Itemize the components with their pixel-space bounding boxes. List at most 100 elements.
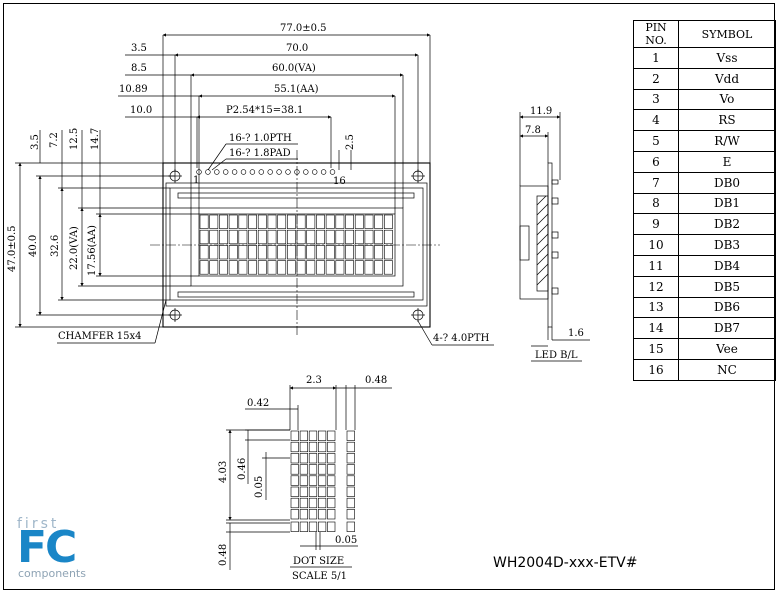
char-cell bbox=[374, 260, 384, 275]
dot bbox=[308, 486, 318, 497]
char-cell bbox=[335, 214, 345, 229]
pin-number: 2 bbox=[633, 67, 679, 90]
dim-0-05-v: 0.05 bbox=[254, 476, 265, 498]
dim-height-32-6: 32.6 bbox=[50, 235, 61, 257]
char-cell bbox=[219, 214, 228, 229]
char-cell bbox=[248, 229, 257, 245]
char-cell bbox=[257, 260, 267, 275]
char-cell bbox=[335, 229, 345, 245]
cursor-dot bbox=[317, 521, 327, 532]
cursor-dot bbox=[290, 521, 299, 532]
logo-fc: FC bbox=[17, 522, 77, 573]
dim-height-40: 40.0 bbox=[28, 235, 39, 257]
pin-number: 10 bbox=[633, 234, 679, 256]
char-cell bbox=[316, 229, 325, 245]
top-slot bbox=[177, 192, 415, 199]
char-cell bbox=[248, 214, 257, 229]
off-8-5: 8.5 bbox=[131, 63, 147, 74]
pin-symbol: DB6 bbox=[678, 296, 776, 319]
pin-hole bbox=[312, 169, 318, 175]
pin-number: 3 bbox=[633, 88, 679, 111]
char-cell bbox=[199, 214, 209, 229]
dim-7-8: 7.8 bbox=[525, 125, 541, 136]
dot bbox=[327, 430, 336, 441]
off-3-5: 3.5 bbox=[131, 43, 147, 54]
next-char-dot bbox=[346, 475, 355, 486]
char-cell bbox=[306, 260, 316, 275]
pin-hole bbox=[205, 169, 211, 175]
dot bbox=[327, 441, 336, 453]
pin-number: 11 bbox=[633, 254, 679, 277]
char-cell bbox=[354, 214, 364, 229]
dot bbox=[317, 486, 327, 497]
dot-detail: 2.3 0.48 0.42 4.03 0.46 0.05 0.48 0.05 D… bbox=[218, 375, 392, 582]
pin-number: 5 bbox=[633, 130, 679, 152]
bezel-outline bbox=[165, 182, 428, 307]
char-cell bbox=[277, 229, 287, 245]
char-cell bbox=[354, 260, 364, 275]
pin-symbol: R/W bbox=[678, 130, 776, 152]
dim-0-48-side: 0.48 bbox=[218, 544, 229, 566]
dot bbox=[327, 486, 336, 497]
pin-number: 7 bbox=[633, 171, 679, 194]
char-cell bbox=[286, 214, 296, 229]
pin-hole bbox=[267, 169, 273, 175]
character-grid bbox=[199, 214, 393, 275]
dim-0-46: 0.46 bbox=[237, 458, 248, 480]
pin-hole bbox=[240, 169, 247, 175]
logo-first: first bbox=[17, 516, 60, 532]
next-char-dot bbox=[346, 497, 355, 509]
pin-hole bbox=[329, 169, 336, 175]
char-cell bbox=[267, 245, 277, 260]
char-cell bbox=[219, 260, 228, 275]
bottom-slot bbox=[177, 291, 415, 298]
char-cell bbox=[374, 245, 384, 260]
dot-caption-1: DOT SIZE bbox=[293, 556, 344, 567]
char-cell bbox=[219, 229, 228, 245]
pin-symbol: DB2 bbox=[678, 213, 776, 236]
char-cell bbox=[257, 229, 267, 245]
char-cell bbox=[316, 260, 325, 275]
char-cell bbox=[257, 214, 267, 229]
side-view: 11.9 7.8 1.6 LED B/L bbox=[519, 106, 590, 362]
pin-number: 8 bbox=[633, 192, 679, 215]
char-cell bbox=[383, 245, 393, 260]
dim-0-05-h: 0.05 bbox=[335, 535, 357, 546]
char-cell bbox=[383, 214, 393, 229]
char-cell bbox=[228, 229, 238, 245]
dim-11-9: 11.9 bbox=[530, 106, 552, 117]
dot-matrix-5x8 bbox=[290, 430, 355, 532]
pin-number: 16 bbox=[633, 358, 679, 381]
char-cell bbox=[383, 229, 393, 245]
pin-number: 9 bbox=[633, 213, 679, 236]
next-cursor-dot bbox=[346, 521, 355, 532]
dot bbox=[308, 441, 318, 453]
pin-hole-note: 16-? 1.0PTH bbox=[229, 133, 292, 144]
dim-total-height: 47.0±0.5 bbox=[7, 225, 18, 272]
pin-symbol: Vee bbox=[678, 338, 776, 360]
bezel-inner bbox=[169, 187, 424, 301]
char-cell bbox=[325, 229, 335, 245]
char-cell bbox=[238, 260, 248, 275]
pin-hole bbox=[258, 169, 264, 175]
pin-hole bbox=[276, 169, 282, 175]
pin-number: 13 bbox=[633, 296, 679, 319]
pin-last-label: 16 bbox=[333, 176, 346, 187]
dot bbox=[317, 497, 327, 509]
off-10-89: 10.89 bbox=[119, 84, 148, 95]
cursor-dot bbox=[327, 521, 336, 532]
cursor-dot bbox=[308, 521, 318, 532]
dot bbox=[299, 509, 309, 520]
dim-aa-height: 17.56(AA) bbox=[87, 225, 98, 276]
dot bbox=[290, 497, 299, 509]
pin-number: 1 bbox=[633, 47, 679, 69]
char-cell bbox=[286, 229, 296, 245]
dot bbox=[290, 475, 299, 486]
